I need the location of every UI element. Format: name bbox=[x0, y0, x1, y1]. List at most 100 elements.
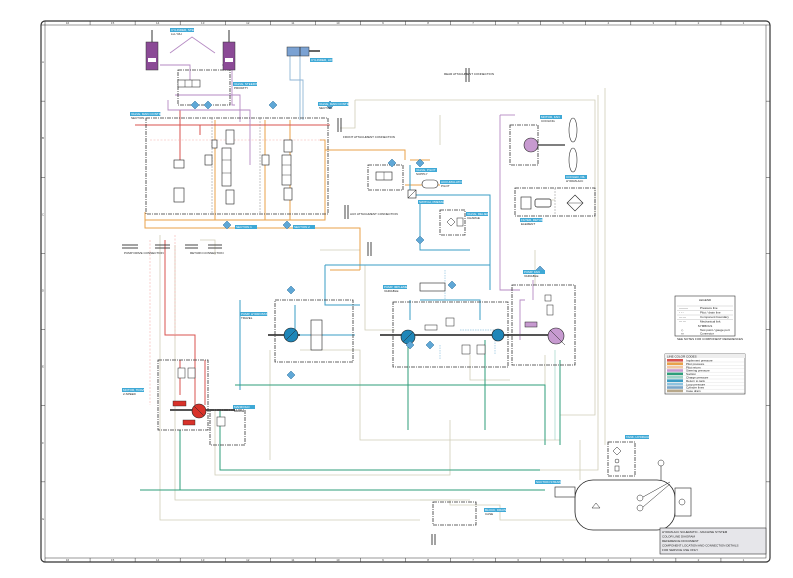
test-point-icon[interactable] bbox=[190, 100, 200, 110]
oil-cooler[interactable] bbox=[520, 196, 552, 210]
component-tag-sub: CASE bbox=[485, 512, 493, 516]
component-tag-sub: PRIORITY bbox=[234, 86, 248, 90]
frame-column-label: 6 bbox=[517, 21, 519, 25]
color-swatch bbox=[667, 376, 683, 379]
frame-column-label: 10 bbox=[336, 558, 340, 562]
test-point-icon[interactable] bbox=[425, 340, 435, 350]
frame-column-label: 16 bbox=[66, 558, 70, 562]
test-point-icon[interactable] bbox=[387, 158, 397, 168]
component-tag-label: CYLINDER, STEER bbox=[171, 28, 199, 32]
pump-left[interactable] bbox=[283, 319, 323, 351]
test-point-icon[interactable] bbox=[286, 285, 296, 295]
travel-motor[interactable] bbox=[172, 367, 207, 426]
legend-symbols-title: SYMBOLS bbox=[698, 324, 713, 328]
component-tag-label: FILTER, RETURN bbox=[521, 218, 545, 222]
pilot-valve[interactable] bbox=[375, 171, 393, 181]
component-tag-label: PUMP, HYDROSTATIC bbox=[241, 312, 273, 316]
component-tag-label: VALVE, STEERING bbox=[234, 82, 261, 86]
frame-column-label: 5 bbox=[562, 21, 564, 25]
component-tag-sub: PILOT bbox=[441, 184, 450, 188]
brake-manifold-valve[interactable] bbox=[216, 416, 226, 427]
frame-column-label: 3 bbox=[653, 558, 655, 562]
relief-valve[interactable] bbox=[446, 217, 464, 227]
test-point-icon[interactable] bbox=[203, 100, 213, 110]
component-tag[interactable]: SUCTION STRAINER bbox=[535, 480, 566, 484]
component-tag[interactable]: SECTION 2 bbox=[293, 225, 315, 229]
component-tag-label: SWITCH, PRESSURE bbox=[419, 200, 449, 204]
frame-row-label: C bbox=[42, 212, 45, 216]
component-tag[interactable]: SECTION 1 bbox=[235, 225, 257, 229]
color-swatch bbox=[667, 382, 683, 386]
component-tag-label: MOTOR, FAN bbox=[541, 115, 560, 119]
component-tag-label: SECTION 1 bbox=[236, 225, 252, 229]
accumulator[interactable] bbox=[421, 179, 439, 189]
frame-column-label: 9 bbox=[382, 21, 384, 25]
frame-column-label: 15 bbox=[111, 21, 115, 25]
pump-right[interactable] bbox=[524, 294, 566, 346]
symbols-legend: LEGEND ———Pressure line- - -Pilot / drai… bbox=[674, 295, 743, 341]
color-swatch bbox=[667, 372, 683, 376]
test-point-icon[interactable] bbox=[405, 340, 415, 350]
component-tag-label: SUCTION STRAINER bbox=[536, 480, 566, 484]
legend-text: Pilot / drain line bbox=[700, 311, 721, 315]
test-point-icon[interactable] bbox=[268, 100, 278, 110]
steering-cylinder-right[interactable] bbox=[222, 30, 236, 71]
pressure-switch[interactable] bbox=[407, 189, 417, 199]
hydraulic-lines bbox=[135, 36, 606, 521]
pump-center-boundary bbox=[392, 301, 509, 368]
legend-text: Mechanical link bbox=[700, 320, 721, 324]
frame-column-label: 7 bbox=[472, 558, 474, 562]
main-valve-spools[interactable] bbox=[173, 129, 293, 205]
component-tag-label: TANK, HYDRAULIC bbox=[626, 435, 654, 439]
component-tag-sub: BRAKE bbox=[234, 409, 244, 413]
hydraulic-tank[interactable] bbox=[554, 459, 692, 531]
steering-valve[interactable] bbox=[177, 79, 201, 88]
bulkhead-label: FRONT ATTACHMENT CONNECTION bbox=[343, 135, 395, 139]
title-block-line: COLOR LINE DIAGRAM bbox=[662, 535, 696, 539]
pump-charge[interactable] bbox=[491, 328, 505, 342]
component-tag-label: VALVE, MAIN CONTROL bbox=[319, 102, 353, 106]
test-point-icon[interactable] bbox=[222, 220, 232, 230]
component-tag-label: VALVE, RELIEF bbox=[467, 212, 489, 216]
component-tag-sub: SECTION bbox=[131, 116, 144, 120]
pump-center[interactable] bbox=[400, 282, 486, 355]
lift-cylinder[interactable] bbox=[286, 46, 320, 57]
test-point-icon[interactable] bbox=[415, 158, 425, 168]
fan-motor[interactable] bbox=[523, 117, 578, 173]
frame-column-label: 7 bbox=[472, 21, 474, 25]
color-legend-text: Suction bbox=[686, 372, 696, 376]
component-tag-label: PUMP, IMPLEMENT bbox=[384, 285, 412, 289]
test-point-icon[interactable] bbox=[447, 280, 457, 290]
frame-column-label: 13 bbox=[201, 21, 205, 25]
component-tag[interactable]: CYLINDER, LIFT bbox=[310, 58, 334, 62]
frame-row-label: F bbox=[42, 441, 44, 445]
component-tag[interactable]: TANK, HYDRAULIC bbox=[625, 435, 654, 439]
steering-cylinder-left[interactable] bbox=[145, 30, 159, 71]
component-tag[interactable]: SWITCH, PRESSURE bbox=[418, 200, 449, 204]
frame-row-label: G bbox=[42, 517, 45, 521]
legend-symbol: ◇ bbox=[681, 328, 684, 332]
test-point-icon[interactable] bbox=[282, 220, 292, 230]
test-point-icon[interactable] bbox=[286, 370, 296, 380]
test-point-icon[interactable] bbox=[415, 235, 425, 245]
component-tag-sub: ELEMENT bbox=[521, 222, 535, 226]
pump-left-boundary bbox=[274, 299, 354, 363]
return-filter[interactable] bbox=[566, 194, 584, 212]
